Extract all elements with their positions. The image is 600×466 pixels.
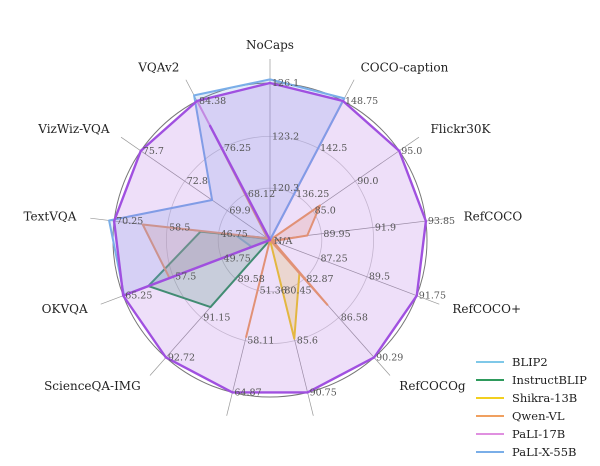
axis-label: ScienceQA-IMG [44,379,141,393]
tick-label: 148.75 [345,96,378,107]
legend-entry: Shikra-13B [512,391,577,405]
tick-label: 58.11 [247,336,274,347]
label-layer: 120.3 123.2 126.1 136.25 142.5 148.75 85.0 90.0… [23,38,522,398]
tick-label: 68.12 [248,189,275,200]
axis-label: COCO-caption [361,60,449,74]
legend-entry: Qwen-VL [512,409,565,423]
tick-label: 91.9 [375,223,396,234]
legend-entry: PaLI-17B [512,427,565,441]
tick-label: 65.25 [125,291,152,302]
tick-label: 46.75 [221,229,248,240]
axis-label: TextVQA [23,209,76,223]
tick-label: 57.5 [175,272,196,283]
axis-spoke [120,136,271,241]
tick-label: 49.75 [224,253,251,264]
tick-label: 69.9 [229,206,250,217]
tick-label: 123.2 [272,131,299,142]
tick-label: 75.7 [143,146,164,157]
tick-label: 87.25 [320,253,347,264]
tick-label: 93.85 [428,216,455,227]
tick-label: 64.87 [234,387,261,398]
axis-label: VizWiz-VQA [37,122,110,136]
axis-label: OKVQA [42,302,88,316]
legend-entry: InstructBLIP [512,373,587,387]
series-palm-e-84b [122,124,272,297]
axis-label: RefCOCO [464,209,523,223]
tick-label: 120.3 [272,183,299,194]
tick-label: 84.38 [199,96,226,107]
tick-label: 89.58 [238,274,265,285]
tick-label: 90.75 [310,387,337,398]
tick-label: 142.5 [320,143,347,154]
tick-label: 76.25 [224,143,251,154]
tick-label: 51.36 [260,285,287,296]
series-layer [108,78,428,394]
tick-label: 58.5 [169,223,190,234]
tick-label: 126.1 [272,78,299,89]
axis-label: RefCOCOg [399,379,466,393]
tick-label: 82.87 [306,274,333,285]
tick-label: 92.72 [168,353,195,364]
tick-label: 80.45 [284,285,311,296]
series-pali-x-55b [108,78,346,297]
legend-entry: PaLI-X-55B [512,445,576,459]
tick-label: 89.5 [369,272,390,283]
tick-label: 89.95 [323,229,350,240]
axis-spoke [269,239,440,305]
axis-label: RefCOCO+ [452,302,521,316]
tick-label: 91.15 [203,313,230,324]
tick-label: 90.0 [357,176,378,187]
tick-label: 136.25 [296,189,329,200]
series-palm-e-84b-envelope [112,81,428,394]
tick-label: 86.58 [341,313,368,324]
tick-label: 72.8 [187,176,208,187]
tick-label: 85.6 [297,336,318,347]
legend-entry: BLIP2 [512,355,548,369]
center-label: N/A [274,236,293,247]
axis-label: VQAv2 [137,60,179,74]
series-qwen-vl [141,127,329,338]
tick-label: 90.29 [376,353,403,364]
axis-label: NoCaps [246,38,294,52]
tick-label: 95.0 [401,146,422,157]
tick-label: 91.75 [419,291,446,302]
tick-label: 70.25 [116,216,143,227]
axis-label: Flickr30K [430,122,491,136]
tick-label: 85.0 [315,206,336,217]
